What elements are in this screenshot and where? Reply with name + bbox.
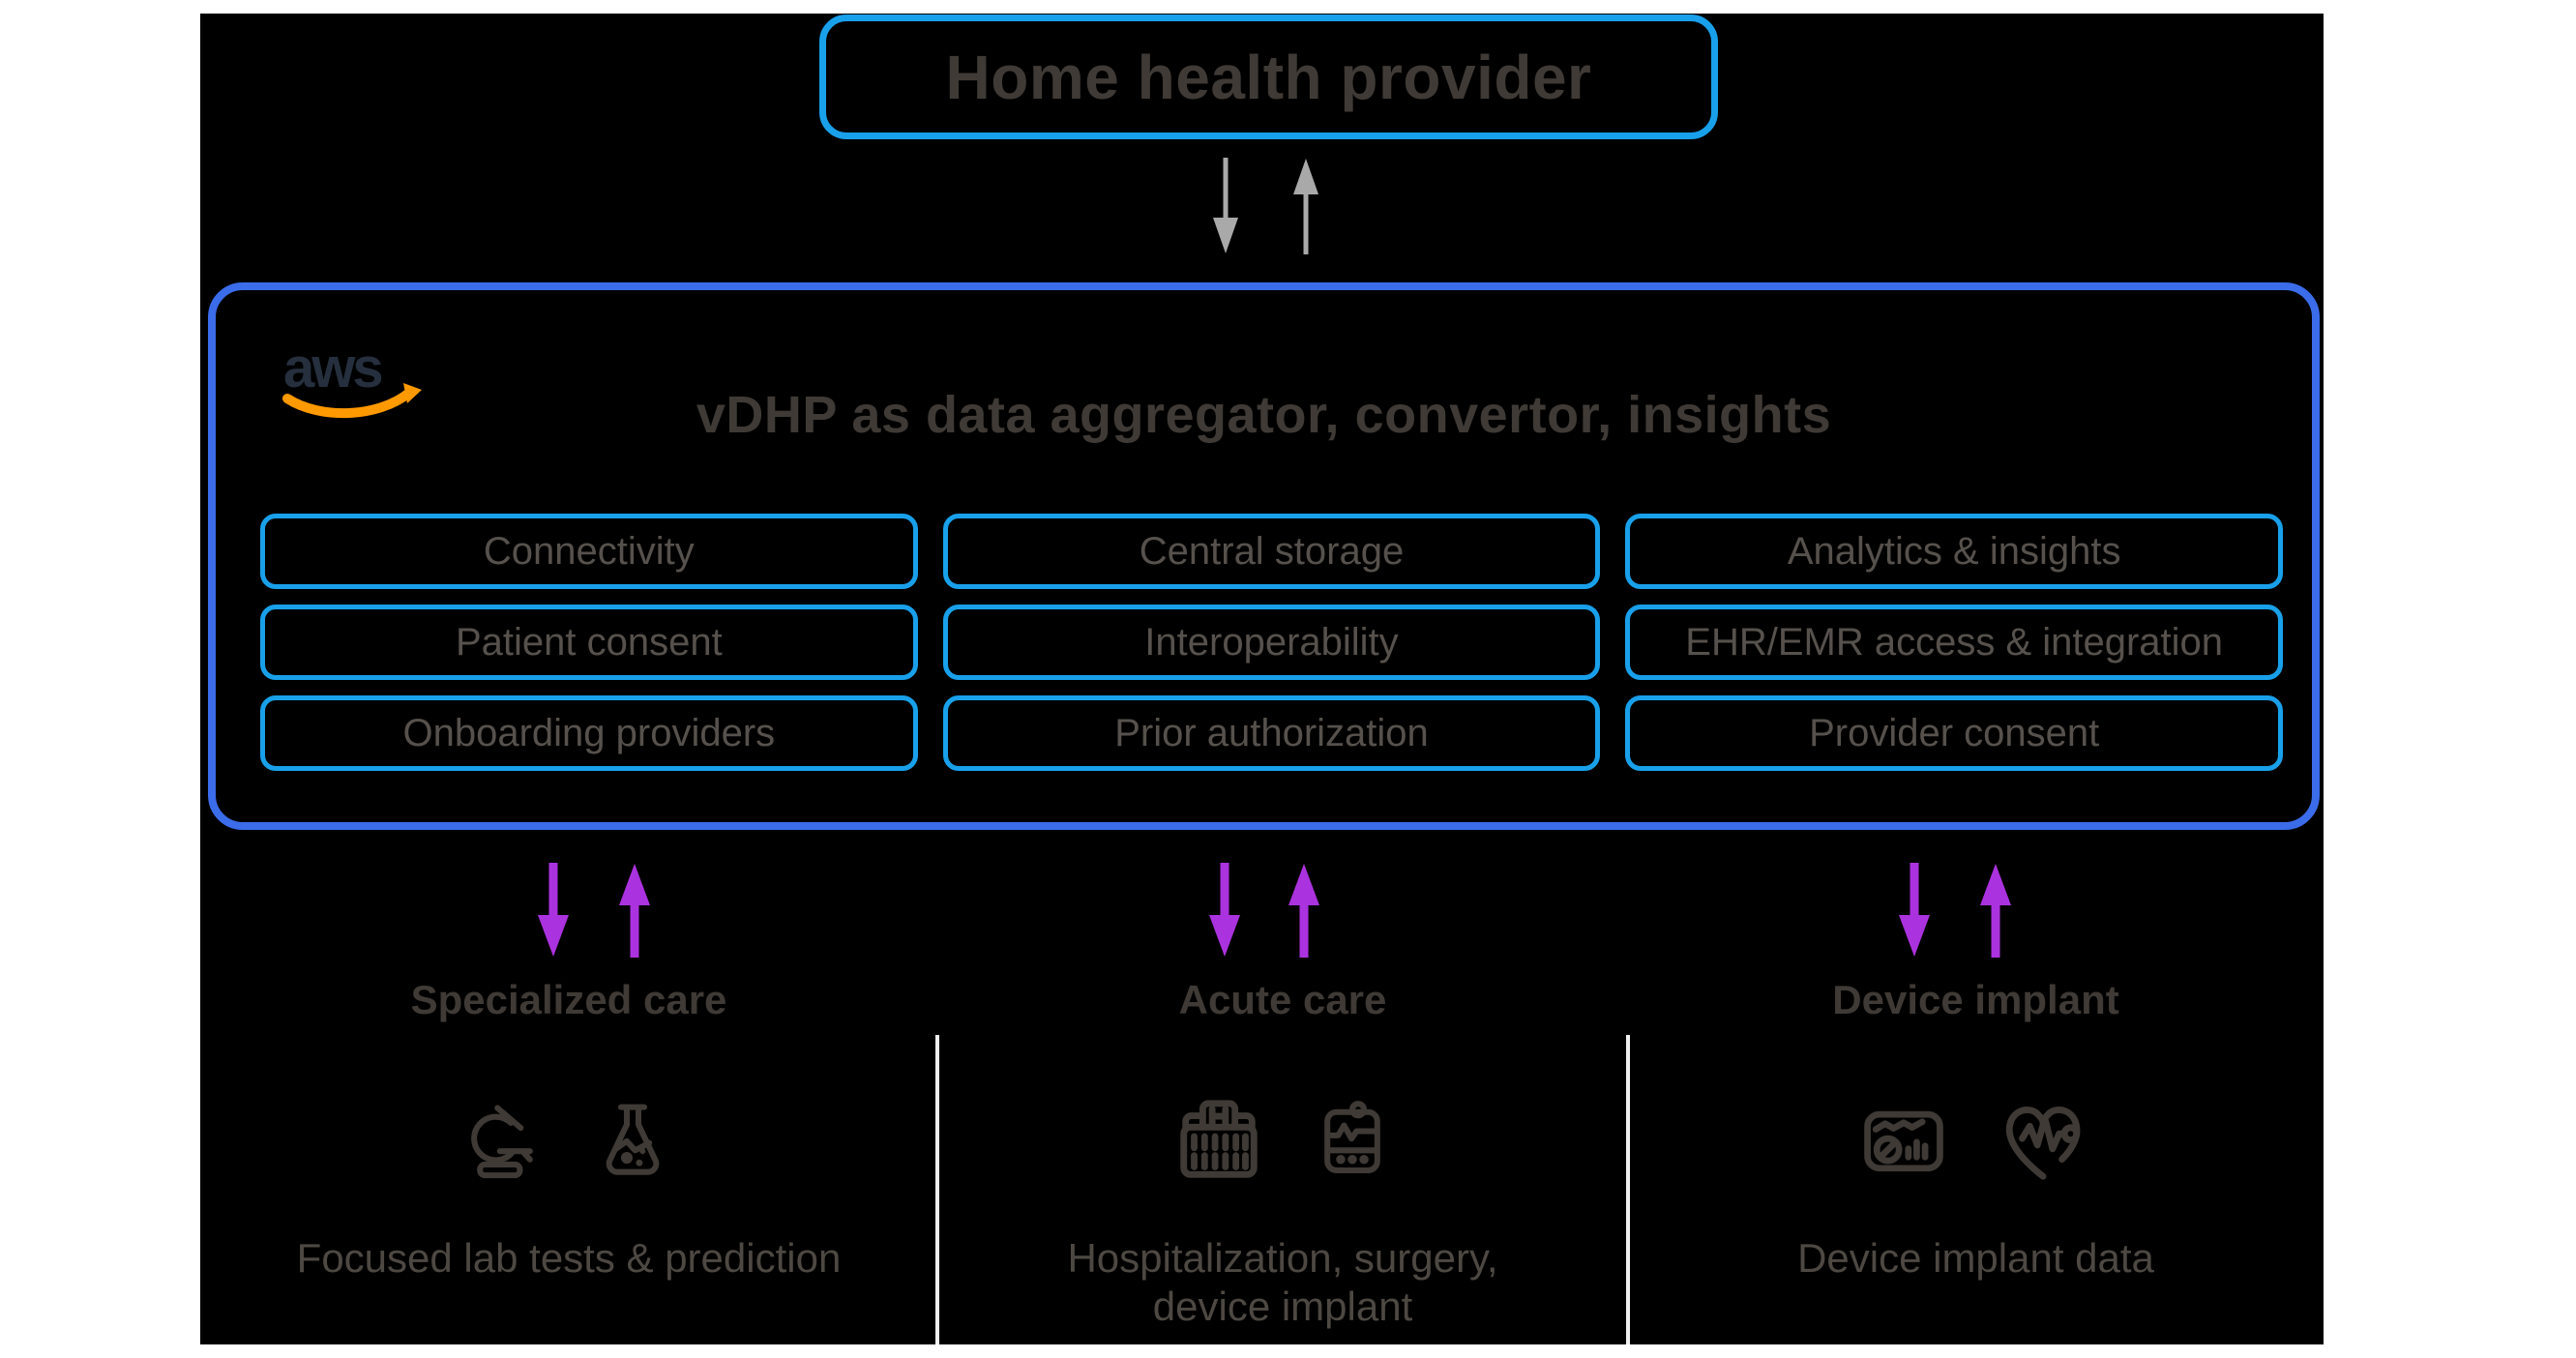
arrow-up-purple-device-icon — [1978, 863, 2013, 958]
arrow-down-purple-specialized-icon — [536, 863, 571, 958]
vdhp-platform-box: aws vDHP as data aggregator, convertor, … — [208, 282, 2320, 830]
capability-central-storage: Central storage — [942, 514, 1601, 589]
specialized-care-label: Specialized care — [410, 977, 727, 1022]
heart-pulse-icon — [2005, 1107, 2080, 1180]
section-acute-care: Acute care — [937, 942, 1628, 1344]
capability-prior-authorization: Prior authorization — [942, 695, 1601, 771]
specialized-care-caption: Focused lab tests & prediction — [296, 1235, 842, 1281]
home-health-provider-box: Home health provider — [819, 15, 1718, 139]
arrow-up-purple-specialized-icon — [617, 863, 652, 958]
device-implant-caption: Device implant data — [1797, 1235, 2154, 1281]
section-specialized-care: Specialized care — [200, 942, 937, 1344]
microscope-icon — [471, 1105, 533, 1179]
arrow-down-purple-device-icon — [1897, 863, 1932, 958]
section-device-implant: Device implant Device implant data — [1628, 942, 2324, 1344]
device-implant-icons — [1628, 1093, 2324, 1188]
platform-title: vDHP as data aggregator, convertor, insi… — [696, 386, 1832, 444]
arrow-down-gray-icon — [1212, 158, 1239, 254]
capability-analytics-insights: Analytics & insights — [1625, 514, 2283, 589]
capability-ehr-emr-access: EHR/EMR access & integration — [1625, 605, 2283, 680]
arrow-up-gray-icon — [1292, 158, 1319, 254]
capability-interoperability: Interoperability — [942, 605, 1601, 680]
hospital-building-icon — [1180, 1100, 1258, 1178]
arrow-down-purple-acute-icon — [1207, 863, 1242, 958]
lab-flask-icon — [606, 1104, 660, 1175]
section-divider — [935, 1035, 939, 1344]
acute-care-caption: Hospitalization, surgery, device implant — [1067, 1235, 1498, 1329]
device-implant-label: Device implant — [1832, 977, 2119, 1022]
device-dashboard-icon — [1863, 1110, 1943, 1172]
aws-smile-arrowhead — [403, 383, 422, 403]
aws-logo-text: aws — [283, 337, 381, 399]
acute-care-label: Acute care — [1178, 977, 1387, 1022]
patient-monitor-icon — [1324, 1101, 1380, 1173]
capability-onboarding-providers: Onboarding providers — [260, 695, 918, 771]
capability-provider-consent: Provider consent — [1625, 695, 2283, 771]
acute-care-icons — [937, 1093, 1628, 1188]
specialized-care-icons — [200, 1093, 937, 1188]
home-health-provider-label: Home health provider — [945, 42, 1592, 112]
architecture-diagram-canvas: Home health provider aws vDHP as data ag… — [200, 14, 2324, 1344]
aws-smile-swoosh — [282, 388, 414, 418]
aws-logo: aws — [282, 337, 422, 418]
arrow-up-purple-acute-icon — [1287, 863, 1321, 958]
capability-patient-consent: Patient consent — [260, 605, 918, 680]
capability-connectivity: Connectivity — [260, 514, 918, 589]
section-divider — [1626, 1035, 1630, 1344]
capability-grid: Connectivity Central storage Analytics &… — [260, 514, 2283, 771]
